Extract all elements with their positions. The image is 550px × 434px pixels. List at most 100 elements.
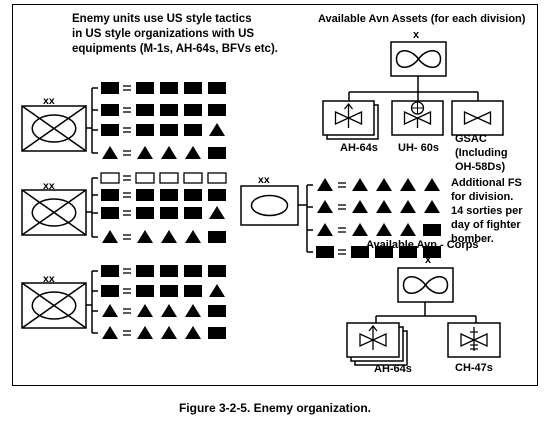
unit-triangle [317, 200, 333, 213]
unit-filled-rect [208, 265, 226, 277]
unit-hollow-rect [135, 172, 155, 184]
unit-triangle [137, 146, 153, 159]
echelon-label-div-3: xx [43, 273, 55, 285]
unit-triangle [209, 284, 225, 297]
unit-triangle [185, 304, 201, 317]
gsac-note-line-2: OH-58Ds) [455, 161, 506, 173]
unit-triangle [352, 178, 368, 191]
unit-hollow-rect [100, 172, 120, 184]
unit-triangle [376, 223, 392, 236]
unit-filled-rect [136, 82, 154, 94]
unit-triangle [376, 200, 392, 213]
unit-triangle [424, 200, 440, 213]
unit-filled-rect [423, 246, 441, 258]
unit-hollow-rect [183, 172, 203, 184]
rotor-blade [403, 110, 420, 126]
unit-triangle [161, 326, 177, 339]
fs-note-line-3: 14 sorties per [451, 205, 523, 217]
arrow-tip [368, 324, 378, 332]
unit-filled-rect [136, 265, 154, 277]
unit-filled-rect [101, 104, 119, 116]
unit-group-division-3 [91, 268, 131, 336]
unit-filled-rect [101, 189, 119, 201]
unit-triangle [317, 178, 333, 191]
division-unit-label-gsac: GSAC [455, 133, 487, 145]
unit-filled-rect [160, 124, 178, 136]
infinity-icon [395, 50, 442, 68]
rotor-blade [334, 110, 351, 126]
unit-filled-rect [101, 82, 119, 94]
infinity-icon [402, 276, 449, 294]
unit-hollow-rect [159, 172, 179, 184]
unit-filled-rect [423, 224, 441, 236]
unit-filled-rect [101, 265, 119, 277]
unit-triangle [209, 206, 225, 219]
unit-filled-rect [136, 207, 154, 219]
unit-triangle [161, 146, 177, 159]
unit-triangle [400, 178, 416, 191]
fs-note-line-5: bomber. [451, 233, 494, 245]
unit-hollow-rect [207, 172, 227, 184]
unit-filled-rect [184, 189, 202, 201]
enemy-division-symbol-3 [21, 282, 87, 329]
unit-group-division-1 [91, 85, 131, 156]
unit-filled-rect [184, 265, 202, 277]
unit-filled-rect [375, 246, 393, 258]
unit-filled-rect [101, 207, 119, 219]
unit-filled-rect [208, 327, 226, 339]
fs-note-line-1: Additional FS [451, 177, 522, 189]
enemy-note-line-1: Enemy units use US style tactics [72, 13, 252, 25]
unit-filled-rect [160, 189, 178, 201]
gsac-note-line-1: (Including [455, 147, 508, 159]
unit-triangle [400, 223, 416, 236]
fs-note-line-4: day of fighter [451, 219, 521, 231]
division-unit-label-uh60: UH- 60s [398, 142, 439, 154]
echelon-label-div-2: xx [43, 180, 55, 192]
unit-triangle [137, 326, 153, 339]
arrow-tip [343, 102, 354, 110]
unit-filled-rect [160, 285, 178, 297]
unit-triangle [102, 146, 118, 159]
enemy-note-line-3: equipments (M-1s, AH-64s, BFVs etc). [72, 43, 278, 55]
unit-triangle [137, 230, 153, 243]
unit-filled-rect [136, 285, 154, 297]
corps-unit-label-ch47: CH-47s [455, 362, 493, 374]
unit-filled-rect [351, 246, 369, 258]
corps-unit-label-ah64: AH-64s [374, 363, 412, 375]
rotor-blade [463, 110, 480, 126]
unit-triangle [352, 223, 368, 236]
unit-triangle [102, 230, 118, 243]
division-hq-echelon: x [413, 29, 420, 41]
echelon-label-div-center: xx [258, 174, 270, 186]
unit-triangle [400, 200, 416, 213]
ah64-corps-symbol [346, 322, 408, 366]
unit-filled-rect [101, 285, 119, 297]
unit-triangle [424, 178, 440, 191]
unit-filled-rect [184, 285, 202, 297]
unit-triangle [102, 304, 118, 317]
division-unit-label-ah64: AH-64s [340, 142, 378, 154]
unit-group-division-2 [91, 175, 131, 240]
unit-filled-rect [208, 147, 226, 159]
fs-note-line-2: for division. [451, 191, 514, 203]
unit-triangle [185, 146, 201, 159]
enemy-note-line-2: in US style organizations with US [72, 28, 255, 40]
unit-triangle [137, 304, 153, 317]
unit-filled-rect [208, 231, 226, 243]
unit-filled-rect [184, 82, 202, 94]
unit-filled-rect [208, 104, 226, 116]
unit-triangle [161, 304, 177, 317]
unit-filled-rect [136, 124, 154, 136]
unit-filled-rect [208, 189, 226, 201]
corps-assets-title: Available Avn - Corps [366, 239, 479, 251]
unit-triangle [209, 123, 225, 136]
rotor-blade [460, 332, 476, 348]
rotor-blade [415, 110, 432, 126]
unit-filled-rect [160, 104, 178, 116]
rotor-blade [472, 332, 488, 348]
unit-filled-rect [316, 246, 334, 258]
division-avn-hq-symbol [390, 41, 447, 77]
unit-filled-rect [208, 82, 226, 94]
corps-avn-hq-symbol [397, 267, 454, 303]
